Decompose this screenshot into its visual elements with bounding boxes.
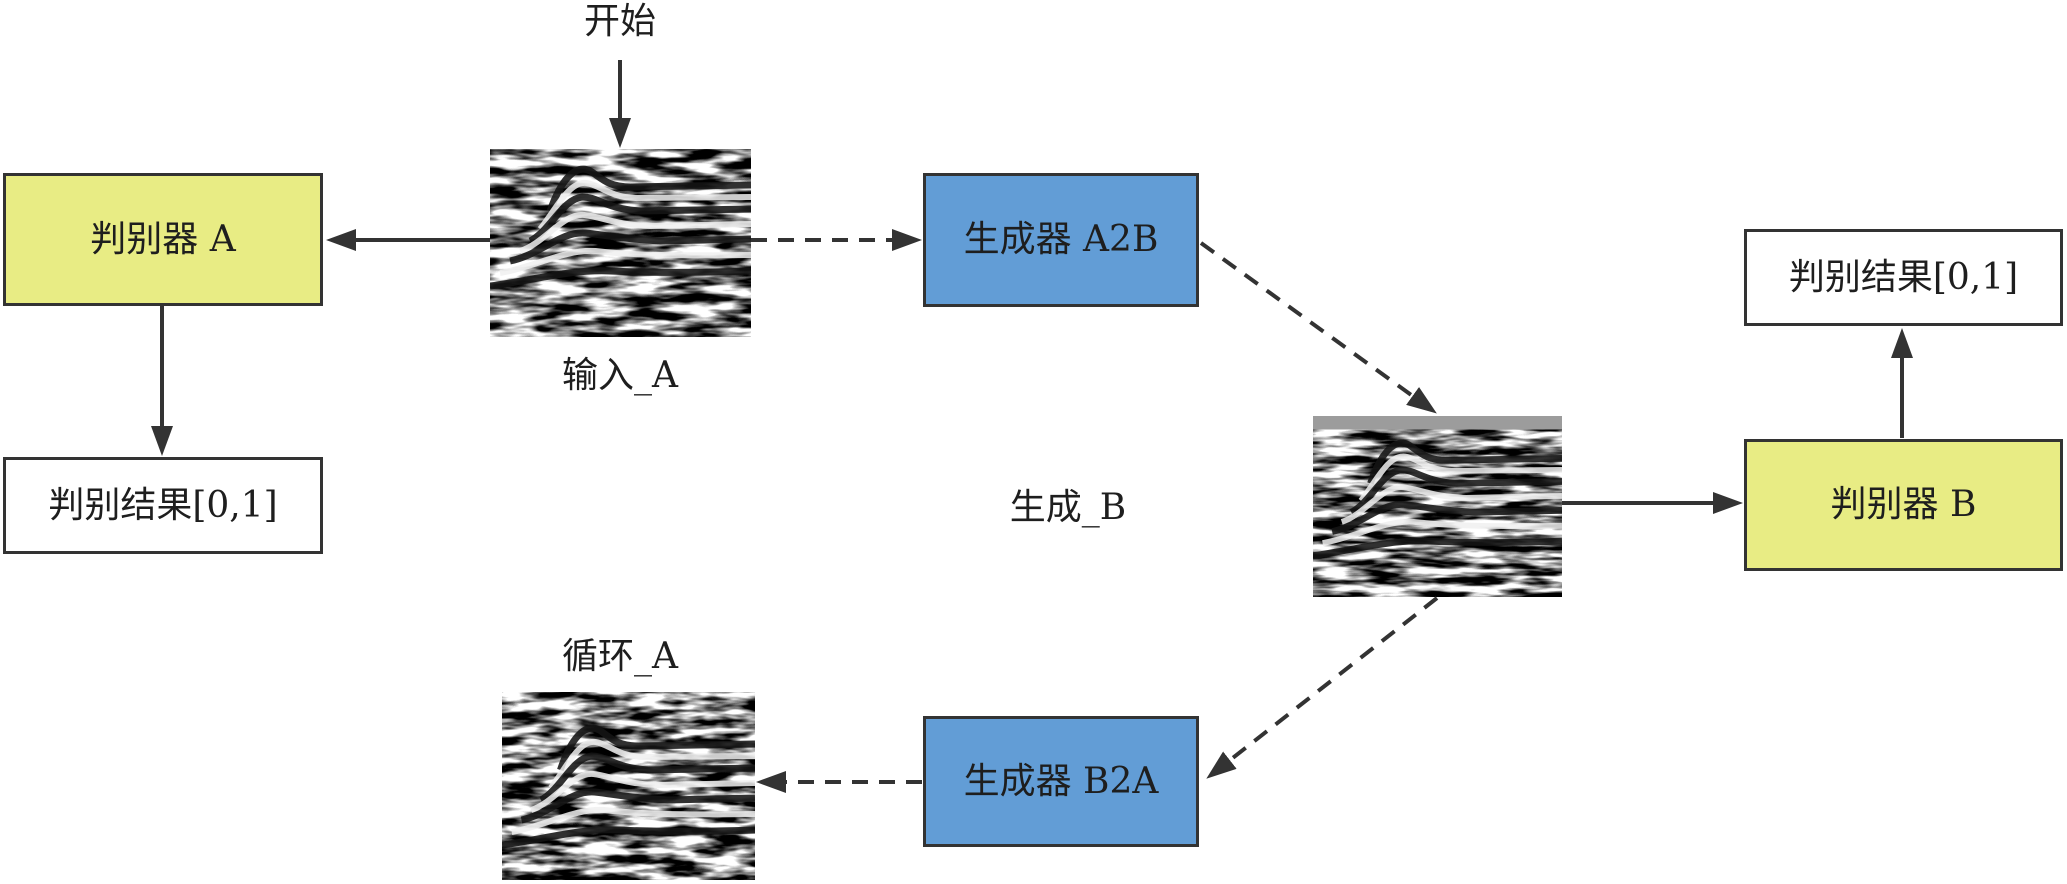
generator-b2a-node: 生成器 B2A (923, 716, 1199, 847)
input-a-caption: 输入_A (562, 355, 678, 396)
seismic-image-generated-b (1313, 416, 1562, 597)
generator-a2b-node: 生成器 A2B (923, 173, 1199, 307)
result-b-node: 判别结果[0,1] (1744, 229, 2063, 326)
arrow-generated-b-to-generator-b2a (1206, 596, 1439, 779)
seismic-top-band (1313, 416, 1562, 430)
cycle-a-caption: 循环_A (562, 636, 678, 677)
seismic-image-input-a (490, 149, 751, 337)
result-a-label: 判别结果[0,1] (48, 484, 278, 526)
discriminator-b-label: 判别器 B (1830, 484, 1977, 525)
generator-b2a-label: 生成器 B2A (963, 760, 1159, 802)
result-a-node: 判别结果[0,1] (3, 457, 323, 554)
discriminator-a-node: 判别器 A (3, 173, 323, 306)
seismic-image-cycle-a (502, 692, 755, 880)
generated-b-caption: 生成_B (1009, 487, 1127, 528)
arrow-generator-a2b-to-generated-b (1199, 241, 1437, 414)
generator-a2b-label: 生成器 A2B (963, 219, 1159, 260)
discriminator-b-node: 判别器 B (1744, 439, 2063, 571)
discriminator-a-label: 判别器 A (90, 218, 236, 260)
result-b-label: 判别结果[0,1] (1788, 256, 2019, 298)
start-label: 开始 (583, 1, 656, 42)
